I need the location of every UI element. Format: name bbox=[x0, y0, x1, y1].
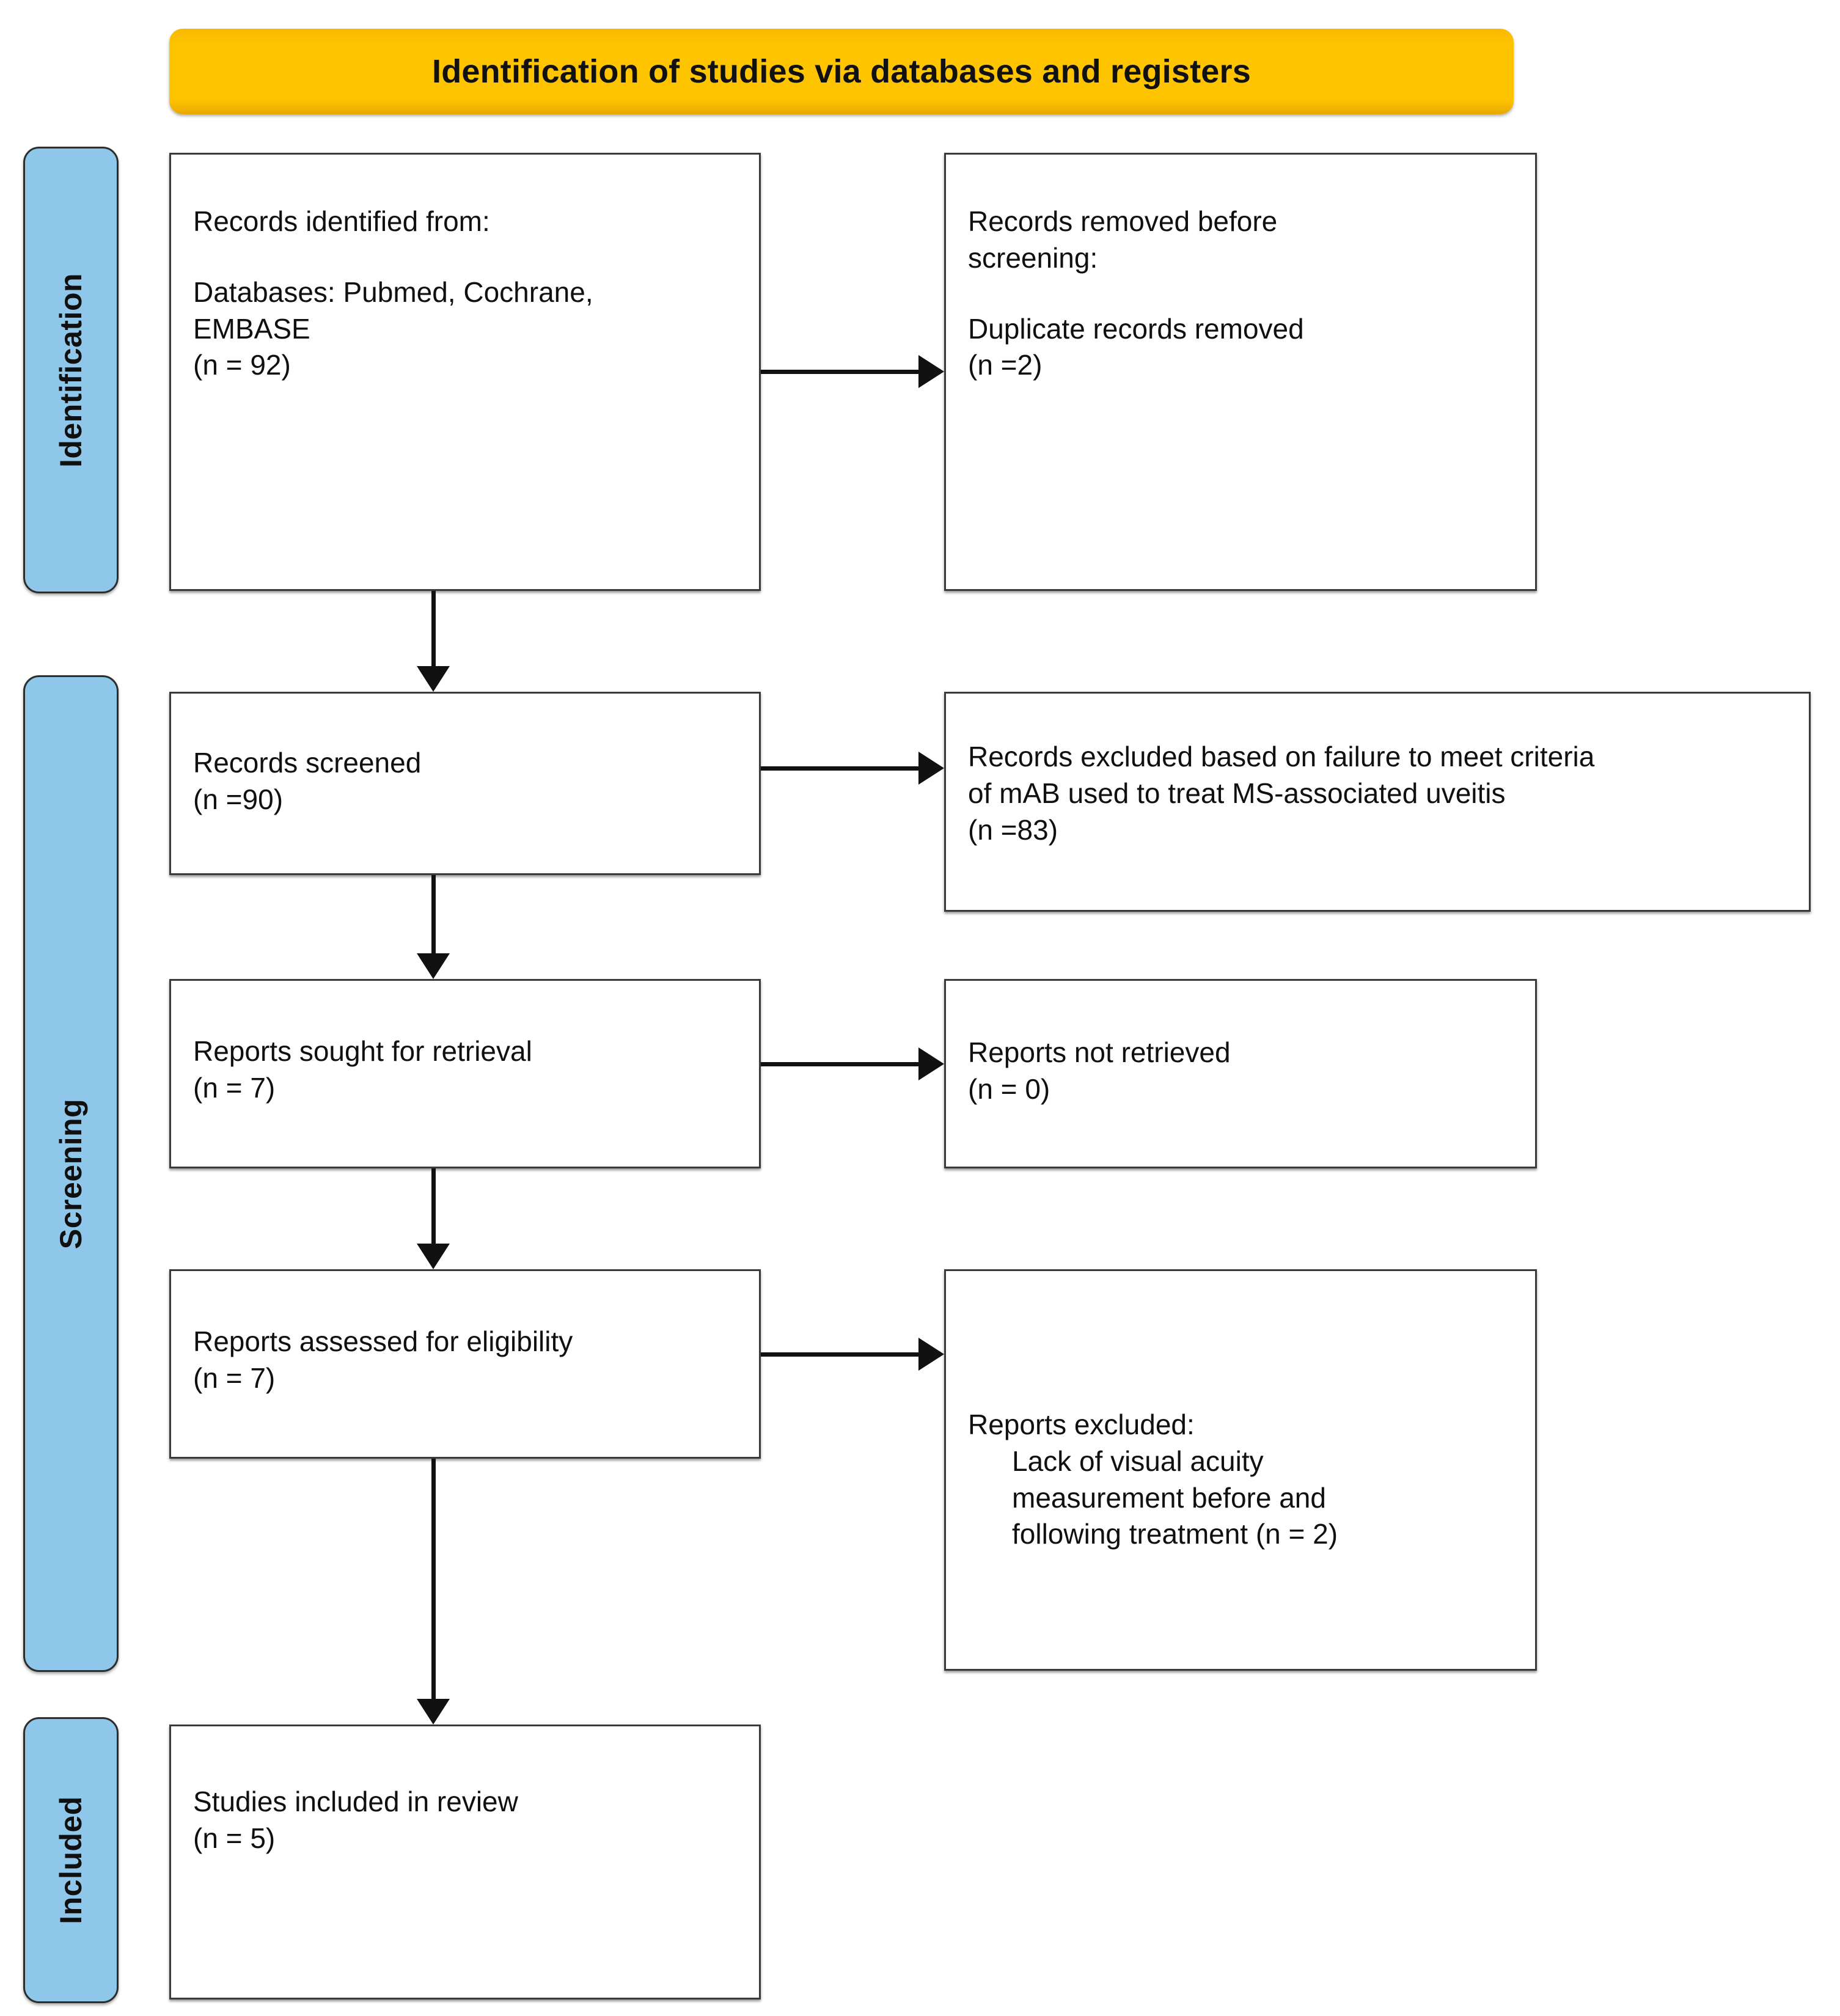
box-records-removed: Records removed before screening: Duplic… bbox=[944, 153, 1537, 591]
records-removed-heading-italic: before screening bbox=[968, 205, 1278, 274]
records-removed-detail: Duplicate records removed (n =2) bbox=[968, 312, 1304, 381]
connector-screened-to-sought-arrowhead bbox=[417, 953, 450, 979]
text-spacer bbox=[968, 277, 1513, 311]
records-excluded-screening-text: Records excluded based on failure to mee… bbox=[968, 741, 1595, 846]
connector-assessed-to-included-line bbox=[431, 1459, 436, 1700]
box-reports-sought: Reports sought for retrieval (n = 7) bbox=[169, 979, 761, 1168]
box-reports-excluded: Reports excluded: Lack of visual acuity … bbox=[944, 1269, 1537, 1671]
studies-included-text: Studies included in review (n = 5) bbox=[193, 1786, 518, 1854]
reports-assessed-text: Reports assessed for eligibility (n = 7) bbox=[193, 1325, 573, 1394]
reports-sought-text: Reports sought for retrieval (n = 7) bbox=[193, 1035, 532, 1104]
connector-assessed-to-included-arrowhead bbox=[417, 1699, 450, 1725]
stage-label-included: Included bbox=[23, 1717, 119, 2003]
stage-label-screening: Screening bbox=[23, 675, 119, 1672]
box-records-identified: Records identified from: Databases: Pubm… bbox=[169, 153, 761, 591]
stage-label-screening-text: Screening bbox=[54, 1098, 88, 1249]
connector-sought-to-assessed-arrowhead bbox=[417, 1244, 450, 1269]
records-identified-heading: Records identified from: bbox=[193, 205, 490, 237]
box-studies-included: Studies included in review (n = 5) bbox=[169, 1725, 761, 2000]
box-records-excluded-screening: Records excluded based on failure to mee… bbox=[944, 692, 1811, 912]
box-records-screened: Records screened (n =90) bbox=[169, 692, 761, 875]
connector-assessed-to-excluded-reports-line bbox=[761, 1352, 918, 1357]
box-reports-assessed: Reports assessed for eligibility (n = 7) bbox=[169, 1269, 761, 1459]
diagram-title: Identification of studies via databases … bbox=[432, 53, 1251, 90]
records-identified-detail: Databases: Pubmed, Cochrane, EMBASE (n =… bbox=[193, 276, 593, 381]
reports-not-retrieved-text: Reports not retrieved (n = 0) bbox=[968, 1036, 1231, 1105]
connector-screened-to-excluded-arrowhead bbox=[918, 752, 944, 785]
reports-excluded-detail: Lack of visual acuity measurement before… bbox=[1012, 1445, 1338, 1550]
stage-label-included-text: Included bbox=[54, 1796, 89, 1924]
connector-identified-to-removed-line bbox=[761, 370, 918, 374]
records-screened-text: Records screened (n =90) bbox=[193, 747, 422, 815]
records-removed-heading-colon: : bbox=[1090, 241, 1098, 274]
records-removed-heading-plain: Records removed bbox=[968, 205, 1198, 237]
connector-identified-to-screened-arrowhead bbox=[417, 666, 450, 692]
connector-sought-to-notretrieved-line bbox=[761, 1062, 918, 1066]
records-removed-heading: Records removed before screening: bbox=[968, 203, 1513, 277]
reports-excluded-heading: Reports excluded: bbox=[968, 1409, 1195, 1440]
connector-screened-to-sought-line bbox=[431, 875, 436, 955]
box-reports-not-retrieved: Reports not retrieved (n = 0) bbox=[944, 979, 1537, 1168]
text-spacer bbox=[193, 240, 737, 274]
diagram-header-banner: Identification of studies via databases … bbox=[169, 29, 1514, 114]
connector-screened-to-excluded-line bbox=[761, 766, 918, 771]
connector-identified-to-screened-line bbox=[431, 591, 436, 667]
connector-sought-to-notretrieved-arrowhead bbox=[918, 1047, 944, 1080]
connector-assessed-to-excluded-reports-arrowhead bbox=[918, 1338, 944, 1371]
connector-identified-to-removed-arrowhead bbox=[918, 355, 944, 388]
connector-sought-to-assessed-line bbox=[431, 1168, 436, 1245]
stage-label-identification-text: Identification bbox=[54, 273, 89, 467]
stage-label-identification: Identification bbox=[23, 147, 119, 593]
